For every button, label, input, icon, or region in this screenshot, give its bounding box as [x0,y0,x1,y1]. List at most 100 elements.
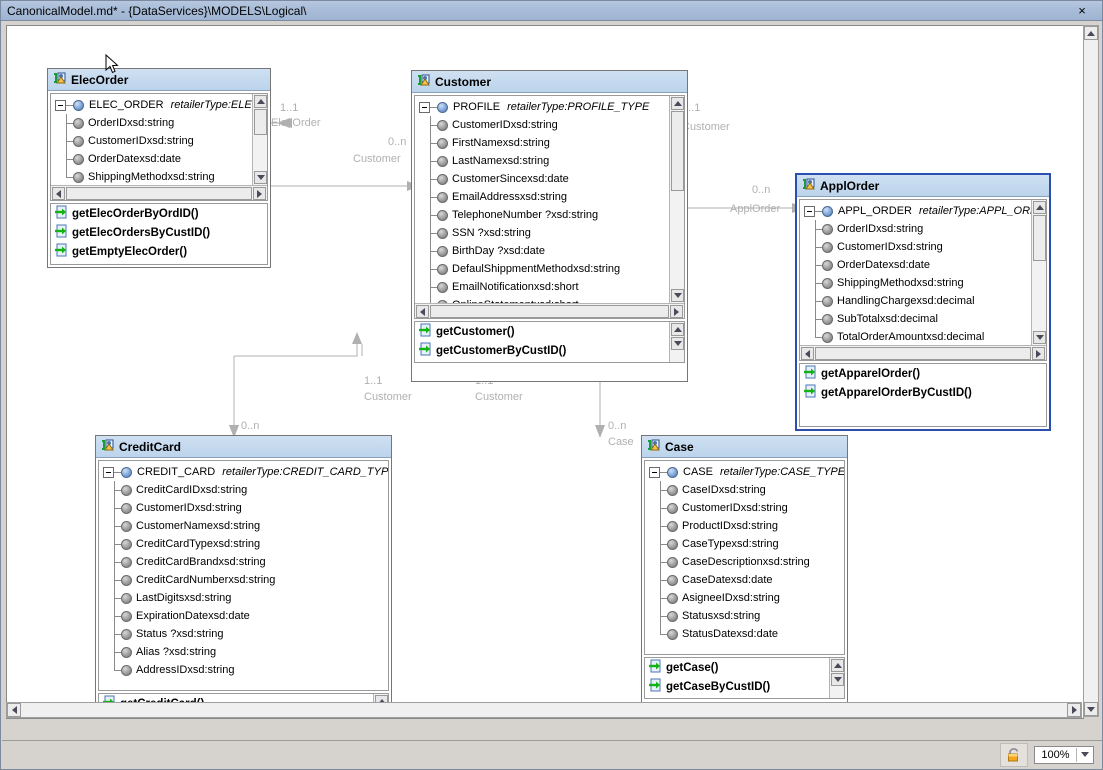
tree-root-row[interactable]: ELEC_ORDER retailerType:ELEC_ [55,96,252,114]
zoom-level-select[interactable]: 100% [1034,745,1094,764]
collapse-icon[interactable] [419,101,430,113]
chevron-down-icon[interactable] [1077,752,1093,757]
canvas-vertical-scrollbar[interactable] [1083,25,1099,717]
attribute-row[interactable]: TelephoneNumber ?xsd:string [430,206,669,224]
scroll-thumb[interactable] [671,111,684,191]
diagram-canvas[interactable]: 1..1 ElecOrder 0..n Customer 1..1 Custom… [6,25,1084,719]
lock-status-cell[interactable] [1000,742,1028,767]
attributes-horizontal-scrollbar[interactable] [800,345,1046,360]
scroll-down-button[interactable] [831,673,844,686]
entity-elecorder[interactable]: ElecOrder ELEC_ORDER retailerType:ELEC_ [47,68,271,268]
attribute-row[interactable]: OrderDate xsd:date [66,150,252,168]
tree-root-row[interactable]: CREDIT_CARD retailerType:CREDIT_CARD_TYP… [103,463,388,481]
scroll-up-button[interactable] [1084,26,1098,40]
close-icon[interactable]: × [1078,3,1086,18]
scroll-left-button[interactable] [52,187,65,200]
scroll-right-button[interactable] [1067,703,1081,717]
scroll-up-button[interactable] [831,659,844,672]
operation-row[interactable]: getCaseByCustID() [645,677,844,696]
operation-row[interactable]: getCustomer() [415,322,684,341]
attribute-tree[interactable]: ELEC_ORDER retailerType:ELEC_ OrderID xs… [51,94,252,185]
operation-row[interactable]: getElecOrderByOrdID() [51,204,267,223]
attribute-row[interactable]: SSN ?xsd:string [430,224,669,242]
attribute-row[interactable]: Alias ?xsd:string [114,643,388,661]
entity-operations-pane[interactable]: getElecOrderByOrdID() getElecOrdersByCus… [50,203,268,265]
attributes-horizontal-scrollbar[interactable] [415,303,684,318]
scroll-up-button[interactable] [671,323,684,336]
scroll-down-button[interactable] [1084,702,1098,716]
scroll-right-button[interactable] [1032,347,1045,360]
scroll-thumb[interactable] [1033,215,1046,261]
operation-row[interactable]: getApparelOrderByCustID() [800,383,1046,402]
attribute-row[interactable]: OrderID xsd:string [66,114,252,132]
attributes-vertical-scrollbar[interactable] [252,94,267,185]
scroll-left-button[interactable] [801,347,814,360]
operation-row[interactable]: getCustomerByCustID() [415,341,684,360]
scroll-right-button[interactable] [670,305,683,318]
entity-header[interactable]: Case [642,436,847,458]
operation-row[interactable]: getCase() [645,658,844,677]
attributes-vertical-scrollbar[interactable] [1031,200,1046,345]
operations-vertical-scrollbar[interactable] [829,658,844,698]
tree-root-row[interactable]: PROFILE retailerType:PROFILE_TYPE [419,98,669,116]
canvas-horizontal-scrollbar[interactable] [6,702,1082,718]
attributes-vertical-scrollbar[interactable] [669,96,684,303]
attribute-tree[interactable]: PROFILE retailerType:PROFILE_TYPE Custom… [415,96,669,303]
entity-header[interactable]: ApplOrder [797,175,1049,197]
scroll-down-button[interactable] [671,289,684,302]
collapse-icon[interactable] [103,466,114,478]
entity-header[interactable]: Customer [412,71,687,93]
entity-applorder[interactable]: ApplOrder APPL_ORDER retailerType:APPL_O… [795,173,1051,431]
scroll-thumb[interactable] [66,187,252,200]
entity-customer[interactable]: Customer PROFILE retailerType:PROFILE_TY… [411,70,688,382]
scroll-down-button[interactable] [671,337,684,350]
scroll-left-button[interactable] [7,703,21,717]
attribute-row[interactable]: Status ?xsd:string [114,625,388,643]
scroll-thumb[interactable] [815,347,1031,360]
entity-operations-pane[interactable]: getCustomer() getCustomerByCustID() [414,321,685,363]
scroll-thumb[interactable] [254,109,267,135]
operation-row[interactable]: getApparelOrder() [800,364,1046,383]
entity-operations-pane[interactable]: getCase() getCaseByCustID() [644,657,845,699]
entity-attributes-pane[interactable]: APPL_ORDER retailerType:APPL_ORDE OrderI… [799,199,1047,361]
collapse-icon[interactable] [804,205,815,217]
scroll-thumb[interactable] [430,305,669,318]
scroll-up-button[interactable] [254,95,267,108]
tree-root-row[interactable]: CASE retailerType:CASE_TYPE [649,463,844,481]
operation-row[interactable]: getElecOrdersByCustID() [51,223,267,242]
scroll-down-button[interactable] [1033,331,1046,344]
scroll-left-button[interactable] [416,305,429,318]
entity-attributes-pane[interactable]: PROFILE retailerType:PROFILE_TYPE Custom… [414,95,685,319]
entity-operations-pane[interactable]: getApparelOrder() getApparelOrderByCustI… [799,363,1047,427]
entity-creditcard[interactable]: CreditCard CREDIT_CARD retailerType:CRED… [95,435,392,718]
entity-attributes-pane[interactable]: ELEC_ORDER retailerType:ELEC_ OrderID xs… [50,93,268,201]
